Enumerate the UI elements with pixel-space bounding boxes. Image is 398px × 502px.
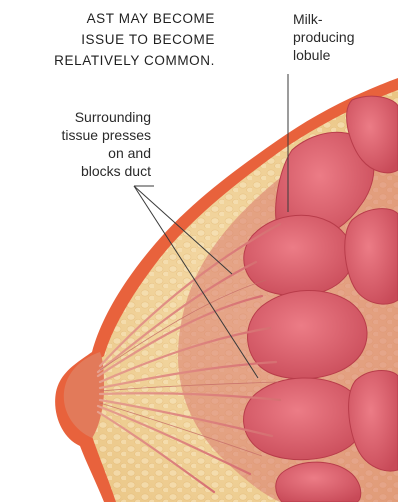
label-line: Milk- [293, 10, 355, 28]
label-line: Surrounding [20, 108, 151, 126]
label-line: tissue presses [20, 126, 151, 144]
lobule-center [248, 290, 367, 378]
label-line: on and [20, 144, 151, 162]
label-line: blocks duct [20, 162, 151, 180]
label-line: producing [293, 28, 355, 46]
heading-line: RELATIVELY COMMON. [0, 50, 215, 71]
heading-line: ISSUE TO BECOME [0, 29, 215, 50]
label-surrounding-tissue: Surrounding tissue presses on and blocks… [20, 108, 151, 180]
heading-text: AST MAY BECOME ISSUE TO BECOME RELATIVEL… [0, 8, 215, 71]
lobule-lower [244, 378, 364, 460]
label-milk-producing-lobule: Milk- producing lobule [293, 10, 355, 64]
label-line: lobule [293, 46, 355, 64]
heading-line: AST MAY BECOME [0, 8, 215, 29]
